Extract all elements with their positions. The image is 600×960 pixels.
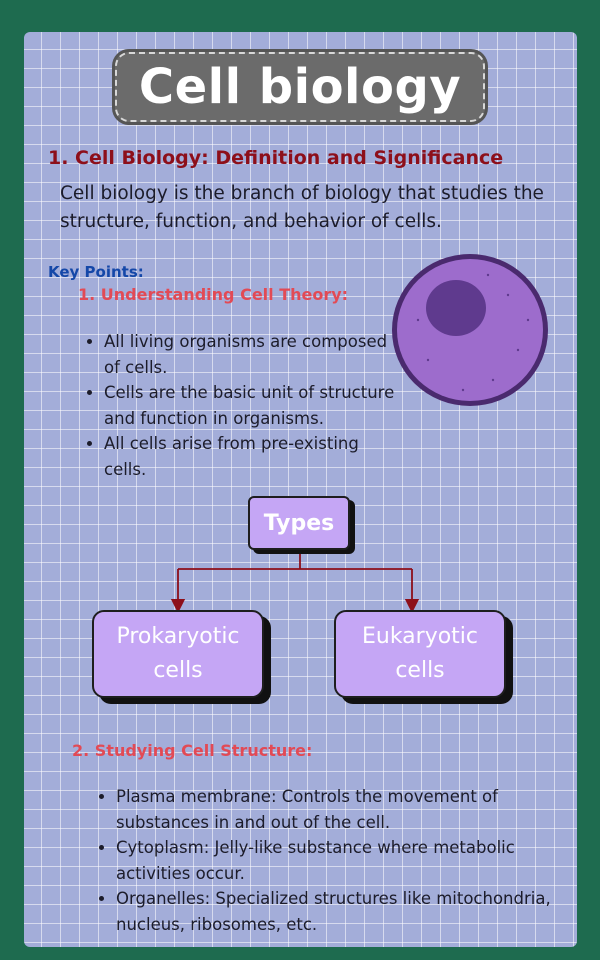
list-item: Cytoplasm: Jelly-like substance where me… <box>116 835 566 886</box>
key-points-label: Key Points: <box>48 263 144 281</box>
cell-theory-heading: 1. Understanding Cell Theory: <box>78 285 349 304</box>
cell-illustration <box>392 254 548 406</box>
section1-intro: Cell biology is the branch of biology th… <box>60 183 544 232</box>
page-title: Cell biology <box>138 59 462 115</box>
cell-theory-list: All living organisms are composed of cel… <box>86 329 404 482</box>
cell-structure-heading: 2. Studying Cell Structure: <box>72 741 313 760</box>
title-banner: Cell biology <box>115 52 485 122</box>
cell-structure-list: Plasma membrane: Controls the movement o… <box>100 784 566 937</box>
types-label: Types <box>263 510 335 536</box>
list-item: Cells are the basic unit of structure an… <box>104 380 404 431</box>
section1-heading: 1. Cell Biology: Definition and Signific… <box>48 147 504 169</box>
eukaryotic-node: Eukaryotic cells <box>334 610 506 698</box>
types-node: Types <box>248 496 350 550</box>
prokaryotic-label: Prokaryotic cells <box>116 624 240 683</box>
eukaryotic-label: Eukaryotic cells <box>361 624 479 683</box>
prokaryotic-node: Prokaryotic cells <box>92 610 264 698</box>
list-item: All living organisms are composed of cel… <box>104 329 404 380</box>
list-item: Plasma membrane: Controls the movement o… <box>116 784 566 835</box>
list-item: Organelles: Specialized structures like … <box>116 886 566 937</box>
nucleus-shape <box>426 280 486 336</box>
list-item: All cells arise from pre-existing cells. <box>104 431 404 482</box>
infographic-card: Cell biology 1. Cell Biology: Definition… <box>24 32 577 947</box>
